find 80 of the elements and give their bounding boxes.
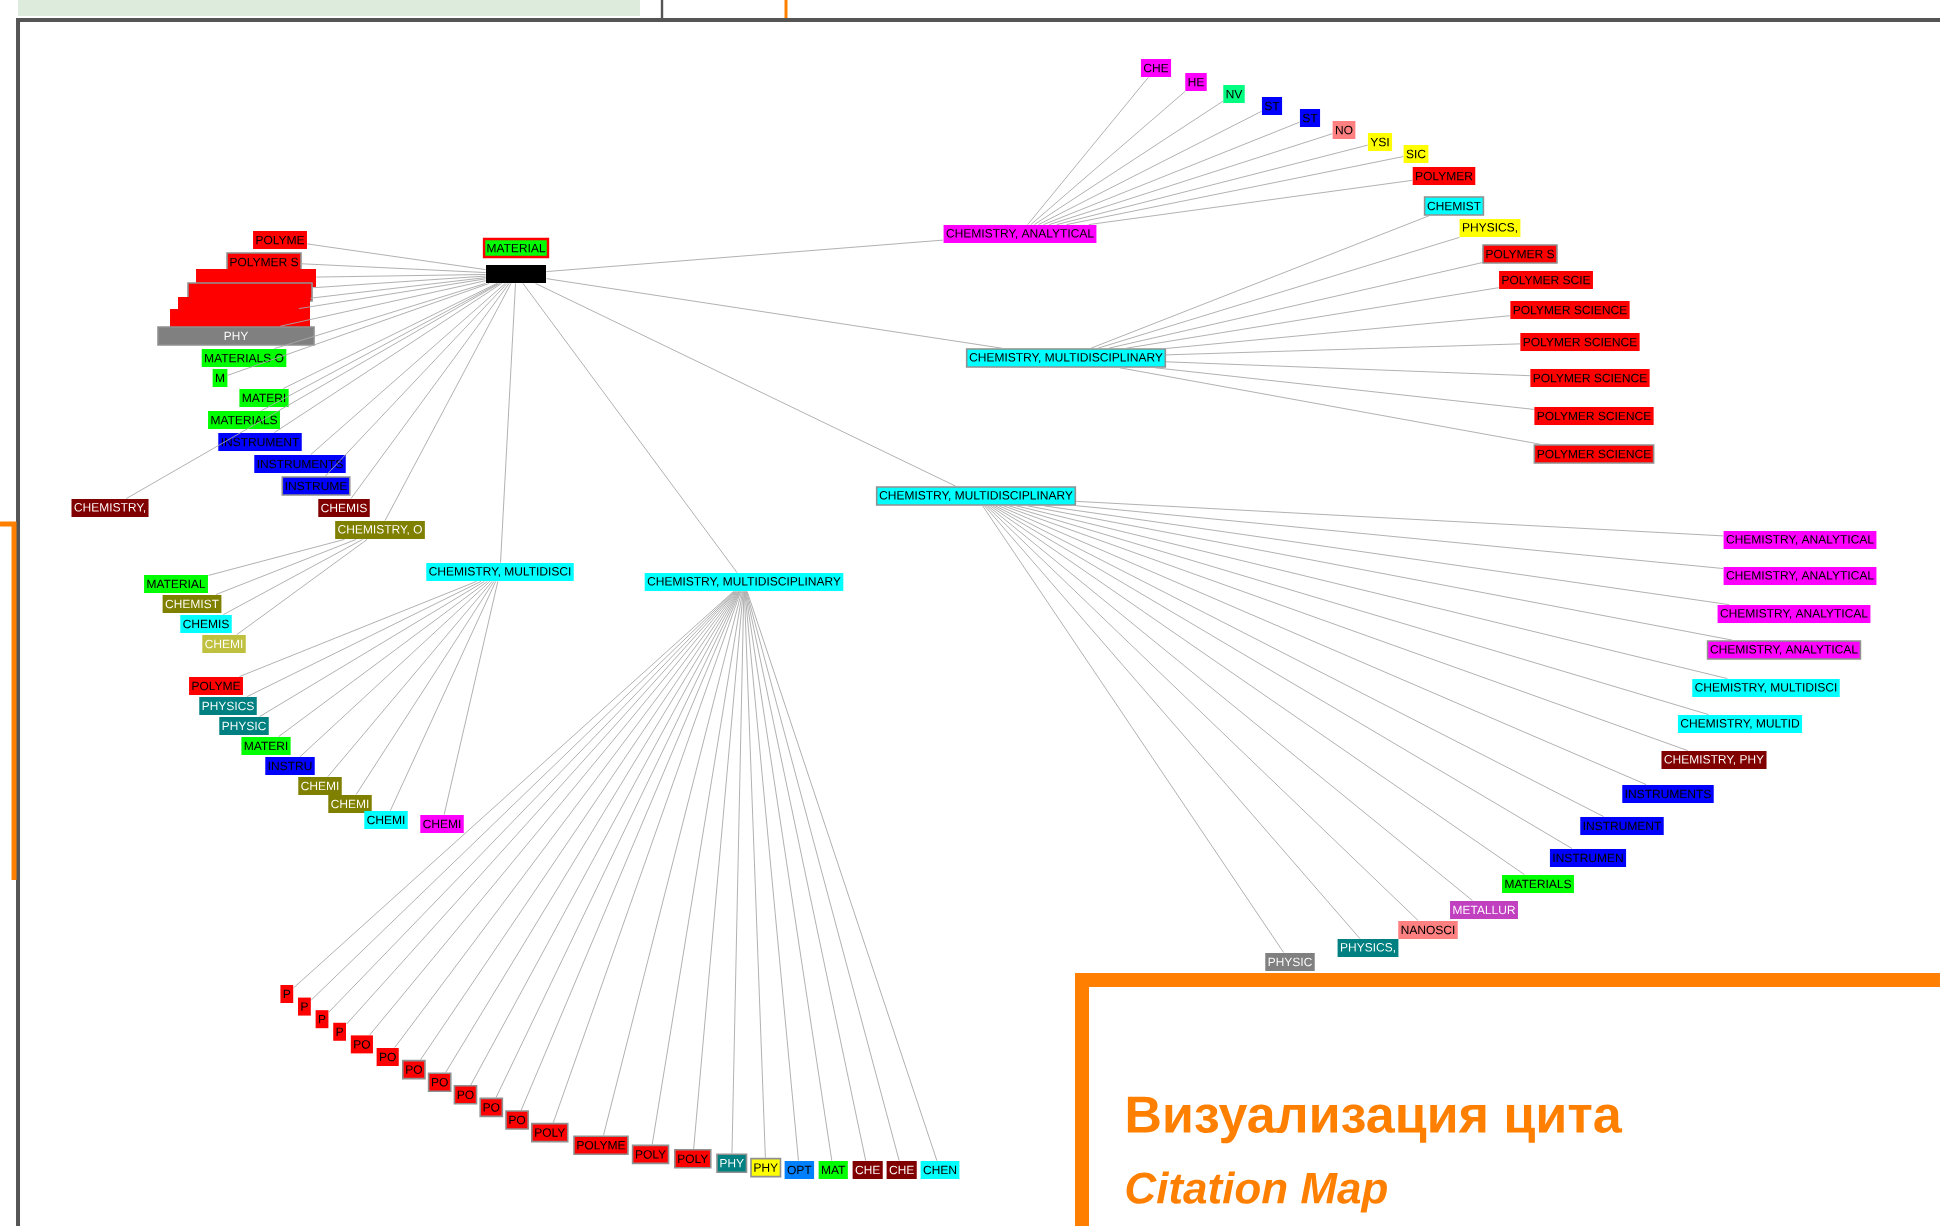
connector-line xyxy=(1165,315,1511,349)
connector-line xyxy=(1165,343,1521,356)
subtitle-text: Citation Map xyxy=(1126,1171,1387,1213)
connector-line xyxy=(1030,90,1186,226)
connector-line xyxy=(306,243,487,271)
connector-line xyxy=(1119,367,1541,445)
connector-line xyxy=(227,282,490,376)
connector-line xyxy=(238,580,478,678)
connector-line xyxy=(693,590,744,1150)
connector-line xyxy=(545,239,944,273)
hub-box xyxy=(486,265,546,283)
connector-line xyxy=(1033,100,1224,226)
connector-line xyxy=(1043,121,1300,226)
connector-line xyxy=(745,590,833,1162)
connector-line xyxy=(743,590,766,1159)
connector-line xyxy=(1075,500,1724,537)
connector-line xyxy=(1088,179,1413,226)
connector-line xyxy=(384,282,512,522)
connector-line xyxy=(282,282,498,390)
connector-line xyxy=(1026,505,1734,641)
connector-line xyxy=(327,580,493,778)
connector-line xyxy=(1008,505,1709,716)
connector-line xyxy=(261,282,499,412)
category-box xyxy=(170,309,310,327)
connector-line xyxy=(552,590,742,1124)
connector-line xyxy=(745,590,867,1162)
connector-line xyxy=(301,263,487,273)
connector-line xyxy=(125,282,501,500)
connector-line xyxy=(744,590,799,1162)
connector-line xyxy=(998,505,1647,786)
connector-line xyxy=(1048,133,1333,226)
connector-line xyxy=(1125,287,1500,349)
connector-line xyxy=(500,282,516,564)
connector-line xyxy=(236,538,368,636)
connector-line xyxy=(1056,144,1368,226)
connector-line xyxy=(443,580,499,816)
connector-line xyxy=(535,282,957,487)
connector-line xyxy=(299,580,491,758)
connector-line xyxy=(350,282,510,500)
connector-line xyxy=(746,590,938,1162)
connector-line xyxy=(279,280,487,327)
connector-line xyxy=(273,282,503,434)
connector-line xyxy=(222,538,364,616)
connector-line xyxy=(309,277,487,299)
connector-line xyxy=(984,505,1361,940)
connector-line xyxy=(985,505,1419,922)
connector-line xyxy=(312,275,487,289)
connector-line xyxy=(355,580,495,796)
connector-line xyxy=(207,538,345,576)
connector-line xyxy=(274,282,487,350)
connector-line xyxy=(298,278,487,310)
connector-line xyxy=(1038,110,1262,226)
connector-line xyxy=(1075,505,1724,569)
connector-line xyxy=(310,282,506,456)
connector-line xyxy=(1002,505,1689,752)
connector-line xyxy=(1165,361,1531,377)
connector-line xyxy=(1097,236,1460,349)
connector-line xyxy=(389,580,497,812)
connector-line xyxy=(1066,156,1404,226)
connector-line xyxy=(1108,262,1483,349)
title-text: Визуализация цита xyxy=(1127,1096,1623,1144)
connector-line xyxy=(746,590,900,1162)
connector-line xyxy=(731,590,745,1154)
connector-line xyxy=(1043,505,1730,606)
connector-line xyxy=(1154,367,1535,410)
connector-line xyxy=(315,274,487,278)
connector-line xyxy=(324,282,508,477)
connector-line xyxy=(987,505,1473,902)
connector-line xyxy=(982,505,1285,954)
connector-line xyxy=(1027,76,1149,226)
connector-line xyxy=(278,580,488,738)
connector-line xyxy=(1090,215,1430,349)
connector-line xyxy=(651,590,743,1146)
connector-line xyxy=(259,580,485,718)
connector-line xyxy=(215,538,357,596)
connector-line xyxy=(246,580,482,698)
connector-line xyxy=(522,282,738,574)
connector-line xyxy=(603,590,743,1136)
connector-line xyxy=(1015,505,1728,680)
connector-line xyxy=(545,278,1003,349)
